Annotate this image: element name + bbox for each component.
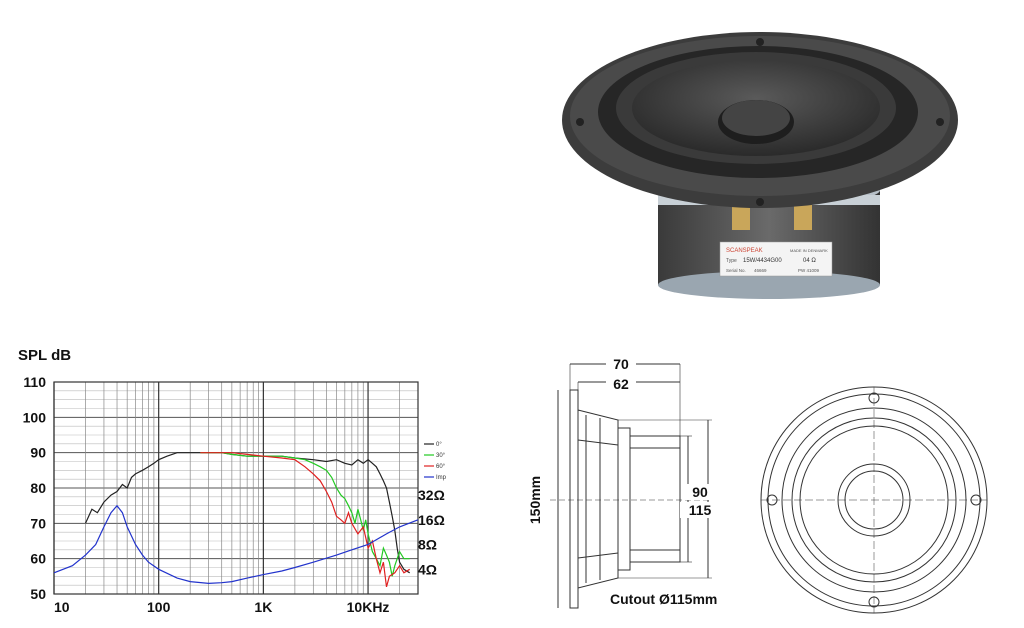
dim-depth-magnet: 62	[613, 376, 629, 392]
x-tick-label: 100	[147, 599, 171, 615]
front-view-drawing	[760, 386, 988, 614]
series-line	[84, 452, 411, 574]
dim-cutout: Cutout Ø115mm	[610, 591, 717, 607]
legend-label: 30°	[436, 453, 446, 459]
side-view-drawing	[550, 363, 712, 609]
series-line	[200, 452, 410, 577]
x-tick-label: 10KHz	[347, 599, 390, 615]
y-tick-label: 80	[30, 480, 46, 496]
y-tick-label: 100	[23, 409, 47, 425]
impedance-labels: 32Ω 16Ω 8Ω 4Ω	[418, 487, 445, 577]
dim-height: 150mm	[527, 476, 543, 524]
series-line	[53, 504, 419, 585]
y-tick-label: 70	[30, 515, 46, 531]
impedance-label: 4Ω	[418, 561, 437, 577]
label-brand: SCANSPEAK	[726, 248, 763, 254]
frequency-response-chart: SPL dB 50 60 70 80 90 100 110 10 100 1K 10KHz 0° 3…	[18, 347, 447, 615]
chart-legend: 0° 30° 60° Imp	[424, 442, 447, 481]
y-tick-label: 110	[23, 374, 46, 390]
label-ohm: 04 Ω	[803, 258, 816, 264]
impedance-label: 32Ω	[418, 487, 445, 503]
dim-depth: 70	[613, 356, 629, 372]
label-serial-prefix: Serial No.	[726, 268, 746, 273]
y-tick-label: 50	[30, 586, 46, 602]
x-axis-ticks: 10 100 1K 10KHz	[54, 599, 389, 615]
label-type-prefix: Type	[726, 258, 737, 264]
y-tick-label: 90	[30, 445, 46, 461]
impedance-label: 8Ω	[418, 537, 437, 553]
chart-grid	[53, 381, 419, 595]
impedance-label: 16Ω	[418, 512, 445, 528]
chart-series	[53, 452, 419, 588]
dimension-drawings: 70 62 150mm 90 115 Cutout Ø115mm	[527, 356, 988, 614]
dim-basket-dia: 115	[689, 502, 712, 518]
label-pw: PW 41009	[798, 268, 820, 273]
legend-label: 0°	[436, 442, 442, 448]
y-tick-label: 60	[30, 551, 46, 567]
speaker-product-image: SCANSPEAK MADE IN DENMARK Type 15W/4434G…	[562, 32, 958, 299]
label-made: MADE IN DENMARK	[790, 248, 828, 253]
x-tick-label: 1K	[254, 599, 272, 615]
y-axis-ticks: 50 60 70 80 90 100 110	[23, 374, 47, 602]
label-model: 15W/4434G00	[743, 258, 782, 264]
label-serial: 46669	[754, 268, 767, 273]
chart-title: SPL dB	[18, 347, 71, 364]
legend-label: 60°	[436, 464, 446, 470]
series-line	[200, 452, 411, 588]
x-tick-label: 10	[54, 599, 70, 615]
dim-magnet-dia: 90	[692, 484, 708, 500]
legend-label: Imp	[436, 475, 447, 481]
plot-frame	[53, 381, 419, 595]
